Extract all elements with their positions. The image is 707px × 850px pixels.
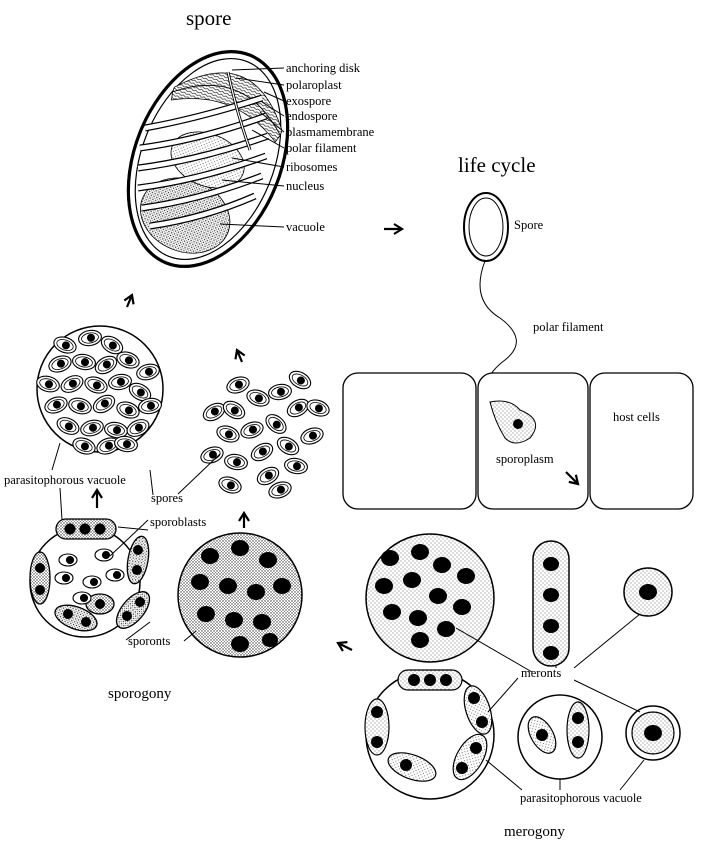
spore-cell xyxy=(94,355,118,375)
spore-cell xyxy=(224,453,248,471)
spore-cell xyxy=(100,335,124,355)
spore-cell xyxy=(53,336,77,354)
label-meronts: meronts xyxy=(521,666,561,680)
spore-cell xyxy=(96,437,120,455)
spore-cell xyxy=(116,351,140,369)
spore-cell xyxy=(268,481,292,499)
label-nucleus: nucleus xyxy=(286,179,324,193)
sporogony-group xyxy=(29,325,330,658)
spore-cell xyxy=(72,437,96,455)
arrow-icon xyxy=(234,348,246,360)
arrow-icon xyxy=(238,510,250,522)
label-ribosomes: ribosomes xyxy=(286,160,338,174)
spore-cell xyxy=(284,457,308,475)
spore-cell xyxy=(200,446,224,464)
label-sporoplasm: sporoplasm xyxy=(496,452,554,466)
label-sporoblasts: sporoblasts xyxy=(150,515,206,529)
spore-cell xyxy=(306,399,330,417)
spore-cell xyxy=(300,427,324,445)
merogony-group xyxy=(364,533,681,800)
spore-cell xyxy=(128,382,152,402)
spore-leader-lines xyxy=(219,67,285,228)
spore-cell xyxy=(288,370,312,390)
spore-cell xyxy=(80,419,104,437)
sporogony-leader-lines xyxy=(51,442,221,642)
label-spore-life: Spore xyxy=(514,218,544,232)
spore-cell xyxy=(126,419,150,437)
spore-cell xyxy=(138,397,162,415)
label-polar-filament-life: polar filament xyxy=(533,320,604,334)
polar-filament-coils xyxy=(137,94,270,230)
label-polaroplast: polaroplast xyxy=(286,78,342,92)
spore-cell xyxy=(48,355,72,373)
host-cell-1 xyxy=(342,372,477,510)
spore-cell xyxy=(246,389,270,407)
spore-cell xyxy=(250,442,274,462)
spore-cell xyxy=(226,376,250,394)
spore-cell xyxy=(44,396,68,414)
label-parasitophorous-vacuole-sporogony: parasitophorous vacuole xyxy=(4,473,126,487)
spore-cell xyxy=(268,383,292,401)
spore-cell xyxy=(202,402,226,422)
title-life-cycle: life cycle xyxy=(458,153,536,177)
arrow-icon xyxy=(336,641,348,652)
arrow-icon xyxy=(393,223,405,235)
title-merogony: merogony xyxy=(504,824,565,840)
spore-cell xyxy=(72,353,96,371)
arrow-icon xyxy=(91,487,103,499)
label-exospore: exospore xyxy=(286,94,332,108)
label-sporonts: sporonts xyxy=(128,634,171,648)
spore-cell xyxy=(276,436,300,456)
spore-cell xyxy=(265,414,287,434)
label-polar-filament: polar filament xyxy=(286,141,357,155)
label-parasitophorous-vacuole-merogony: parasitophorous vacuole xyxy=(520,791,642,805)
spore-cell xyxy=(60,375,84,393)
title-spore: spore xyxy=(186,6,232,30)
sporoplasm xyxy=(489,400,537,444)
spore-cell xyxy=(36,375,60,393)
label-spores: spores xyxy=(151,491,183,505)
label-endospore: endospore xyxy=(286,109,338,123)
spore-cell xyxy=(218,476,242,494)
spore-cell xyxy=(78,329,102,347)
spore-cell xyxy=(116,401,140,419)
spore-cell xyxy=(222,400,246,420)
cycle-arrows xyxy=(91,223,580,652)
label-vacuole: vacuole xyxy=(286,220,325,234)
spore-cell xyxy=(108,373,132,391)
spore-cell xyxy=(240,421,264,439)
spore-cell xyxy=(68,397,92,415)
label-plasmamembrane: plasmamembrane xyxy=(286,125,375,139)
spore-cell xyxy=(256,466,280,486)
title-sporogony: sporogony xyxy=(108,686,172,702)
meront-elongated xyxy=(532,540,570,667)
spore-cell xyxy=(56,417,80,435)
meronts-leader-lines xyxy=(455,613,641,713)
spore-cell xyxy=(136,363,160,381)
label-host-cells: host cells xyxy=(613,410,660,424)
host-cell-3 xyxy=(589,372,694,510)
arrow-icon xyxy=(123,293,135,305)
spore-cell xyxy=(92,394,116,414)
spore-illustration xyxy=(126,50,290,268)
host-cell-2 xyxy=(477,372,589,510)
spore-cell xyxy=(216,425,240,443)
label-anchoring-disk: anchoring disk xyxy=(286,61,361,75)
spore-cell xyxy=(114,435,138,453)
arrow-icon xyxy=(568,474,580,486)
spore-cell xyxy=(84,376,108,394)
